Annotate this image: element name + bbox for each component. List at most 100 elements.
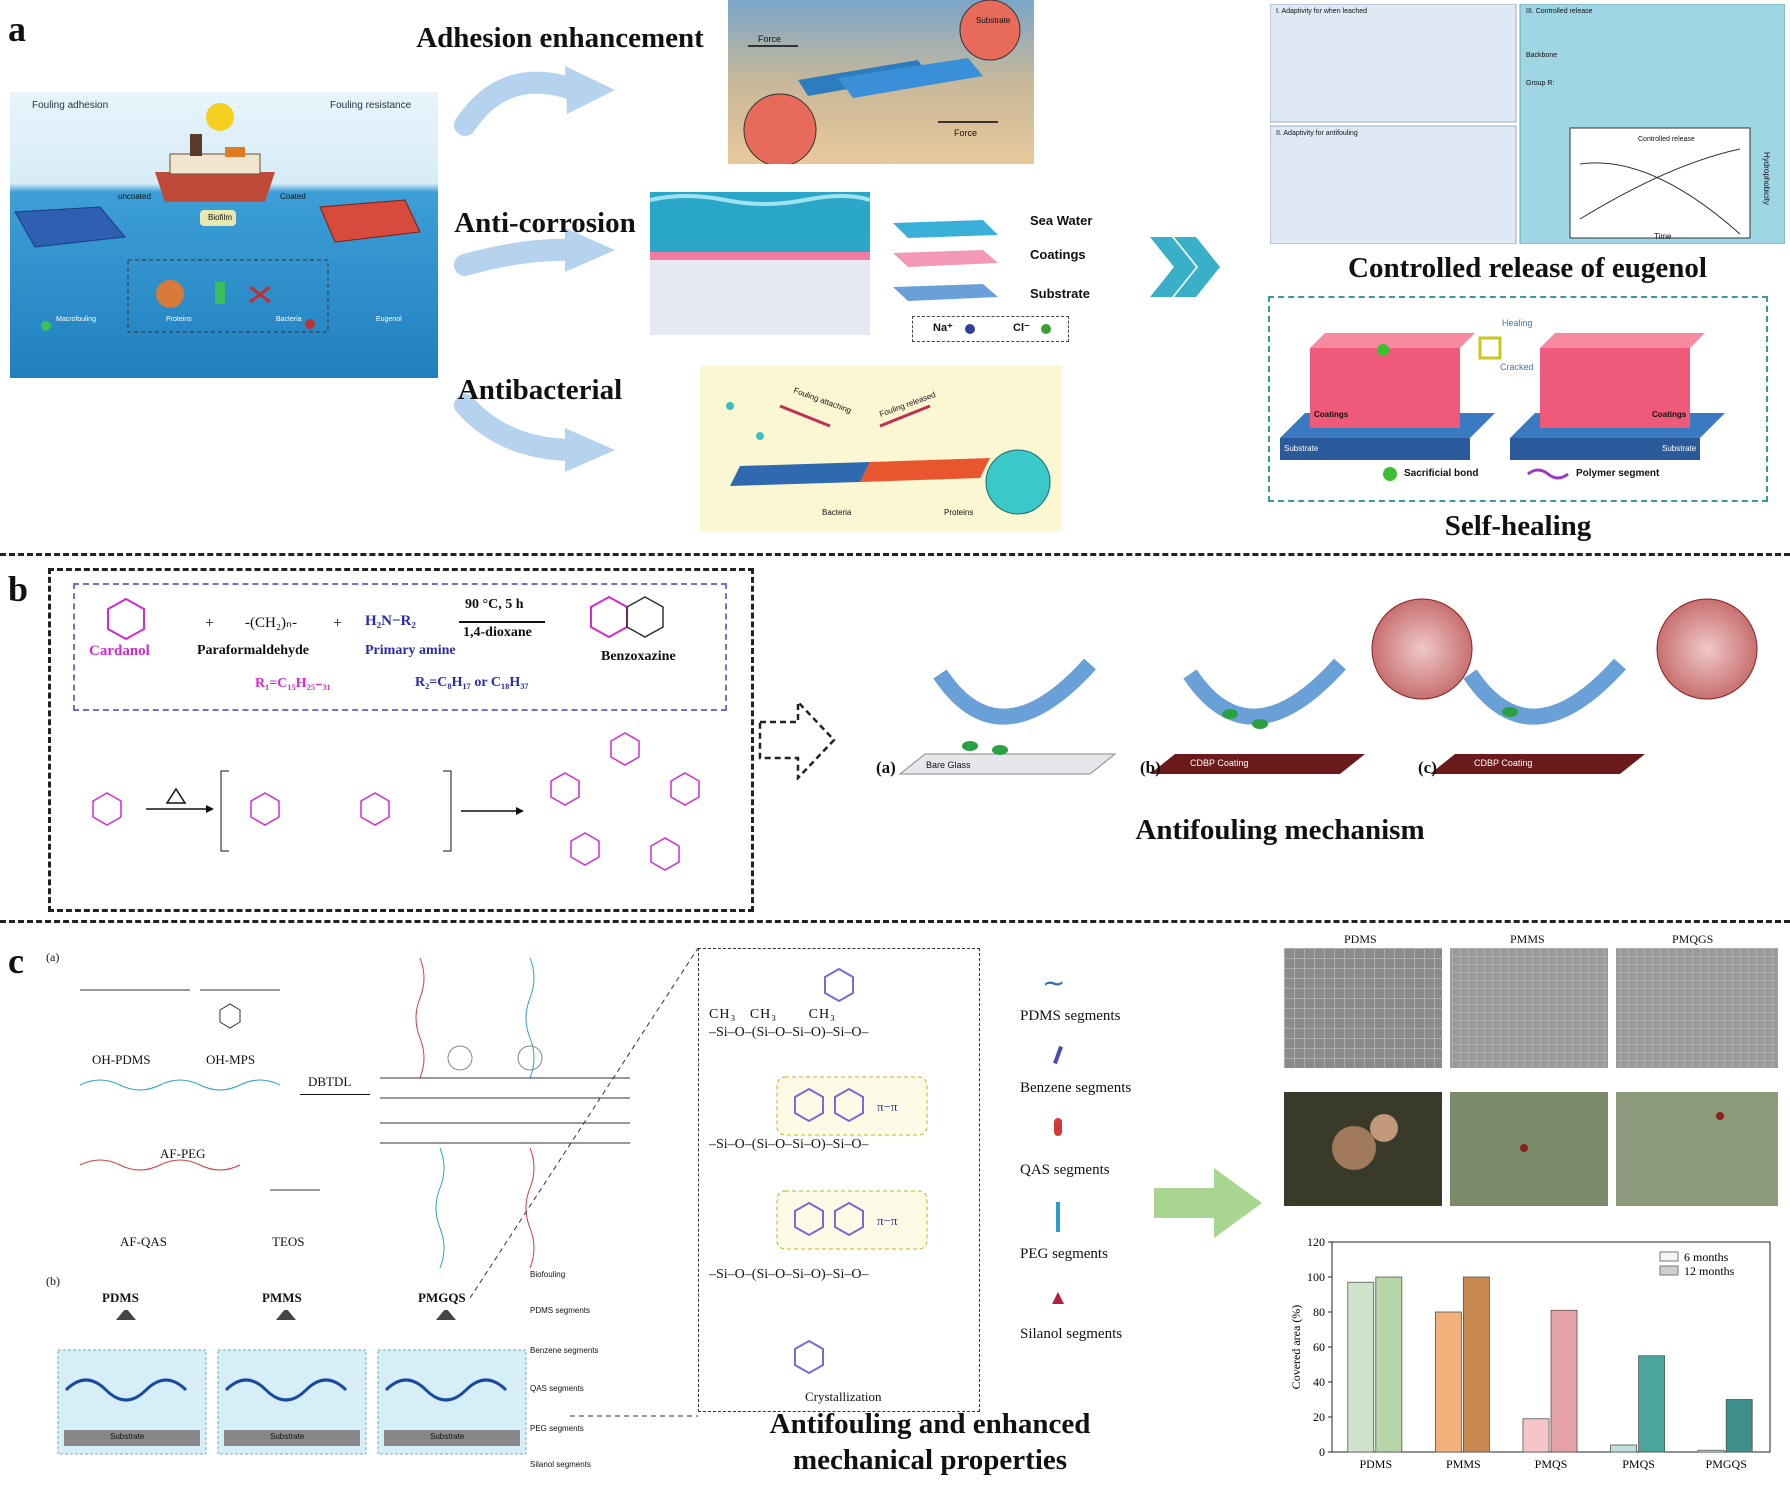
mini-legend-pdms: PDMS segments xyxy=(530,1306,591,1315)
y-tick-label: 60 xyxy=(1313,1340,1325,1354)
antibacterial-image: Fouling attaching Fouling released Bacte… xyxy=(700,366,1062,531)
monomer-oh-pdms: OH-PDMS xyxy=(92,1052,151,1067)
na-icon xyxy=(965,324,975,334)
cr-time: Time xyxy=(1654,232,1672,241)
paraform-label: Paraformaldehyde xyxy=(197,643,309,658)
network-structure xyxy=(380,957,630,1269)
cr-hydrophobicity: Hydrophobicity xyxy=(1761,152,1771,205)
bar-12-months xyxy=(1375,1276,1403,1453)
antifouling-mechanism-graphic xyxy=(898,598,1758,775)
fouling-adhesion-label: Fouling adhesion xyxy=(32,100,109,111)
catalyst-arrow xyxy=(300,1094,370,1095)
monomer-teos: TEOS xyxy=(272,1234,305,1249)
bar-6-months xyxy=(1522,1418,1550,1453)
substrate-1: Substrate xyxy=(110,1432,145,1441)
legend-silanol-segments: Silanol segments xyxy=(1020,1326,1123,1342)
bar-6-months xyxy=(1610,1444,1637,1453)
bar-6-months xyxy=(1434,1311,1462,1453)
micro-label-pmms: PMMS xyxy=(1510,932,1545,946)
antibacterial-graphic xyxy=(726,402,1051,515)
reaction-arrow xyxy=(459,621,545,623)
self-healing-graphic xyxy=(1280,333,1725,481)
surface-c-label: CDBP Coating xyxy=(1474,758,1533,768)
benzoxazine-label: Benzoxazine xyxy=(601,649,676,664)
substrate-3: Substrate xyxy=(430,1432,465,1441)
separator-bc xyxy=(0,920,1790,923)
panel-c-title-line1: Antifouling and enhanced xyxy=(769,1408,1091,1440)
bar-6-months xyxy=(1697,1449,1725,1453)
adhesion-title: Adhesion enhancement xyxy=(416,22,704,54)
biofilm-label: Biofilm xyxy=(208,213,233,222)
paraform-formula: -(CH₂)ₙ- xyxy=(245,615,298,631)
fouling-resistance-label: Fouling resistance xyxy=(330,100,412,111)
uncoated-label: uncoated xyxy=(118,192,151,201)
x-tick-label: PMMS xyxy=(1446,1457,1481,1471)
y-tick-label: 40 xyxy=(1313,1375,1325,1389)
y-tick-label: 120 xyxy=(1307,1235,1325,1249)
controlled-release-image: I. Adaptivity for when leached II. Adapt… xyxy=(1269,3,1786,245)
sh-cracked: Cracked xyxy=(1500,362,1534,372)
panel-b-letter: b xyxy=(8,569,29,609)
crystallization-label: Crystallization xyxy=(805,1389,882,1404)
adhesion-graphic xyxy=(728,0,1034,167)
segment-legend: ~ PDMS segments Benzene segments QAS seg… xyxy=(1012,966,1172,1356)
y-tick-label: 20 xyxy=(1313,1410,1325,1424)
anticorrosion-graphic xyxy=(649,192,871,335)
amine-formula: H₂N−R₂ xyxy=(365,613,416,629)
sh-coatings-right: Coatings xyxy=(1652,410,1687,419)
panel-b-box: Cardanol + -(CH₂)ₙ- Paraformaldehyde + H… xyxy=(48,568,754,912)
bar-12-months xyxy=(1725,1399,1753,1453)
anticorrosion-title: Anti-corrosion xyxy=(454,207,636,239)
mini-legend-qas: QAS segments xyxy=(530,1384,584,1393)
r2-def: R₂=C₈H₁₇ or C₁₈H₃₇ xyxy=(415,675,529,690)
antibacterial-title: Antibacterial xyxy=(457,374,623,406)
adhesion-image: Force Force Substrate xyxy=(728,0,1034,167)
reaction-box: Cardanol + -(CH₂)ₙ- Paraformaldehyde + H… xyxy=(73,583,727,711)
silanol-segment-icon xyxy=(1052,1292,1064,1304)
cl-icon xyxy=(1041,324,1051,334)
sh-coatings-left: Coatings xyxy=(1314,410,1349,419)
legend-pdms-segments: PDMS segments xyxy=(1020,1008,1121,1024)
legend-macrofouling: Macrofouling xyxy=(56,316,97,323)
panel-c-letter: c xyxy=(8,941,24,981)
legend-proteins: Proteins xyxy=(166,316,192,323)
micro-label-pmqgs: PMQGS xyxy=(1672,932,1714,946)
legend-sea-water: Sea Water xyxy=(1030,213,1093,228)
legend-bacteria: Bacteria xyxy=(276,316,302,323)
siloxane-row-3: –Si–O–(Si–O–Si–O)–Si–O– xyxy=(709,1137,869,1152)
ion-cl: Cl⁻ xyxy=(1013,322,1030,334)
coating-cells xyxy=(57,1310,527,1455)
conditions-bottom: 1,4-dioxane xyxy=(463,625,532,640)
sh-healing: Healing xyxy=(1502,318,1533,328)
mini-legend-biofouling: Biofouling xyxy=(530,1270,566,1279)
sh-polymer-segment: Polymer segment xyxy=(1576,468,1660,479)
x-tick-label: PMQS xyxy=(1535,1457,1568,1471)
panel-a-letter: a xyxy=(8,9,26,49)
bacteria-label: Bacteria xyxy=(822,508,852,517)
self-healing-title: Self-healing xyxy=(1444,510,1592,542)
legend-eugenol: Eugenol xyxy=(376,316,402,323)
benzoxazine-structure xyxy=(590,595,664,639)
double-chevron-icon xyxy=(1150,237,1220,297)
coating-pmgqs-label: PMGQS xyxy=(418,1290,466,1305)
substrate-2: Substrate xyxy=(270,1432,305,1441)
bar-12-months xyxy=(1550,1309,1578,1453)
surface-b-label: CDBP Coating xyxy=(1190,758,1249,768)
monomer-af-qas: AF-QAS xyxy=(120,1234,167,1249)
siloxane-row-2: –Si–O–(Si–O–Si–O)–Si–O– xyxy=(709,1025,869,1040)
y-tick-label: 80 xyxy=(1313,1305,1325,1319)
panel-c-title-line2: mechanical properties xyxy=(792,1444,1068,1476)
catalyst-label: DBTDL xyxy=(308,1074,352,1089)
antifouling-mechanism-title: Antifouling mechanism xyxy=(1135,814,1425,846)
cr-backbone: Backbone xyxy=(1526,52,1558,59)
crystallization-structure xyxy=(776,967,928,1375)
legend-substrate: Substrate xyxy=(1030,286,1090,301)
bar-12-months xyxy=(1638,1355,1666,1453)
pi-pi-2: π−π xyxy=(877,1213,898,1228)
y-tick-label: 100 xyxy=(1307,1270,1325,1284)
ship-scene-graphic xyxy=(10,92,438,378)
qas-segment-icon xyxy=(1054,1118,1062,1136)
mini-legend-peg: PEG segments xyxy=(530,1424,584,1433)
